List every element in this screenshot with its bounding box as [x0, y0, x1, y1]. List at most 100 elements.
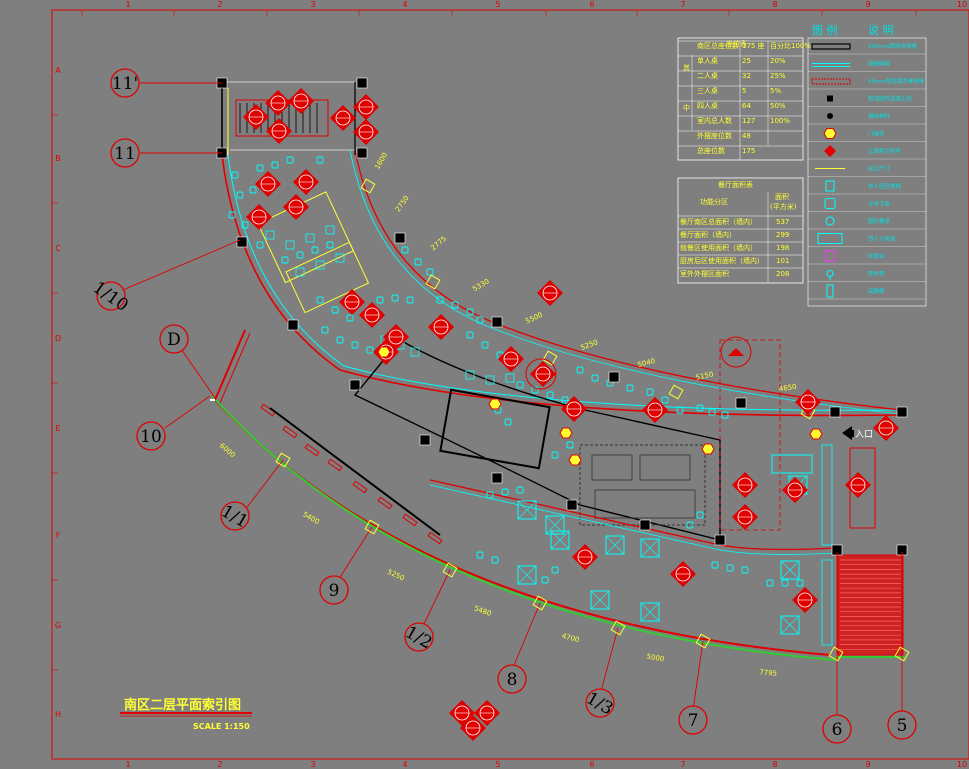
- elevation-index-tag: [352, 93, 380, 121]
- seat-row-value: 64: [742, 102, 751, 110]
- detail-index-bubble: [720, 336, 752, 368]
- small-table: [410, 347, 420, 357]
- seat-row-extra: 20%: [770, 57, 786, 65]
- elevation-index-tag: [669, 560, 697, 588]
- column: [566, 499, 578, 511]
- chair: [316, 156, 324, 164]
- axis-bubble-label: D: [167, 330, 181, 350]
- legend-item-text: 标注尺寸: [868, 165, 891, 173]
- small-table: [335, 253, 345, 263]
- chair: [346, 314, 354, 322]
- planter-marker: [282, 425, 298, 439]
- axis-bubble: [585, 688, 615, 718]
- chair: [741, 566, 749, 574]
- dimension-label: 4700: [561, 632, 580, 644]
- axis-bubble: [404, 622, 434, 652]
- column: [236, 236, 248, 248]
- axis-bubble: [136, 421, 166, 451]
- area-table-header: 餐厅面积表: [718, 180, 753, 189]
- border-column-label: 7: [680, 760, 685, 769]
- window-marker: [828, 646, 844, 662]
- elevation-index-tag: [731, 471, 759, 499]
- legend-header-right: 说 明: [868, 23, 894, 37]
- area-row-value: 101: [776, 257, 789, 265]
- small-table: [285, 240, 295, 250]
- border-column-label: 9: [865, 0, 870, 9]
- entrance-label: 入口: [855, 429, 873, 440]
- glass-wall-icon: [812, 63, 850, 67]
- axis-bubble-label: 1/2: [402, 622, 436, 653]
- area-table: 餐厅面积表 功能分区 面积 (平方米) 餐厅南区总面积（墙内）537餐厅面积（墙…: [677, 177, 804, 284]
- axis-bubble-label: 10: [140, 427, 162, 447]
- sofa-icon: [824, 198, 836, 209]
- border-row-label: B: [55, 154, 61, 163]
- entrance-marker: 入口: [842, 426, 873, 440]
- column: [491, 316, 503, 328]
- border-row-label: A: [55, 66, 61, 75]
- axis-bubble: [822, 714, 852, 744]
- window-marker: [275, 452, 291, 468]
- column: [394, 232, 406, 244]
- legend-item-text: 门编号: [868, 130, 885, 138]
- chair: [271, 161, 279, 169]
- border-column-label: 5: [495, 0, 500, 9]
- elevation-index-tag: [731, 503, 759, 531]
- curved-exterior-wall: [221, 81, 901, 417]
- legend-frame: [807, 37, 927, 307]
- chair: [781, 579, 789, 587]
- chair: [551, 566, 559, 574]
- border-column-label: 10: [957, 0, 967, 9]
- border-column-label: 3: [310, 0, 315, 9]
- seat-row-value: 127: [742, 117, 755, 125]
- chair: [501, 488, 509, 496]
- stair-south: [837, 447, 904, 656]
- dimension-label: 2750: [394, 194, 411, 213]
- legend-item-text: 现浇结构混凝土柱: [868, 95, 913, 103]
- elevation-index-tag: [338, 288, 366, 316]
- four-seat-table: [605, 535, 625, 555]
- window-marker: [668, 384, 684, 400]
- elevation-index-tag: [872, 414, 900, 442]
- chair: [696, 511, 704, 519]
- seat-row-label: 外摆座位数: [697, 131, 732, 140]
- seat-row-label: 总座位数: [697, 146, 725, 155]
- border-column-label: 5: [495, 760, 500, 769]
- column-icon: [827, 95, 833, 102]
- elevation-index-tag: [352, 118, 380, 146]
- border-column-label: 4: [402, 0, 407, 9]
- axis-bubble-label: 6: [832, 720, 843, 740]
- window-marker: [360, 178, 376, 194]
- small-table: [485, 375, 495, 385]
- axis-bubble-label: 7: [688, 711, 699, 731]
- axis-bubble-label: 1/1: [218, 501, 252, 532]
- area-row-label: 厨房后区使用面积（墙内）: [680, 256, 764, 265]
- window-marker: [894, 646, 910, 662]
- border-row-label: H: [55, 710, 61, 719]
- elevation-index-tag: [497, 345, 525, 373]
- chair: [551, 451, 559, 459]
- chair: [321, 326, 329, 334]
- area-row-value: 198: [776, 244, 789, 252]
- elevation-index-tag: [329, 104, 357, 132]
- round-table-icon: [825, 216, 835, 226]
- legend-item-text: 单人座位餐椅: [868, 182, 902, 190]
- chair: [481, 341, 489, 349]
- axis-bubble: [96, 281, 126, 311]
- legend-item-text: 钢结构柱: [868, 112, 891, 120]
- axis-bubble: [220, 501, 250, 531]
- door-number-tag: [488, 398, 502, 410]
- chair: [516, 486, 524, 494]
- chair: [504, 418, 512, 426]
- area-table-col2-unit: (平方米): [770, 202, 797, 211]
- railing: [269, 407, 441, 536]
- seat-row-extra: 百分比100%: [770, 41, 811, 50]
- area-row-label: 餐厅南区总面积（墙内）: [680, 217, 757, 226]
- legend-item-text: 玻璃隔墙: [868, 60, 891, 68]
- chair: [366, 346, 374, 354]
- border-column-label: 8: [772, 760, 777, 769]
- legend-item-text: 沙发卡座: [868, 200, 891, 208]
- axis-bubble: [110, 138, 140, 168]
- drawing-title: 南区二层平面索引图: [124, 697, 241, 713]
